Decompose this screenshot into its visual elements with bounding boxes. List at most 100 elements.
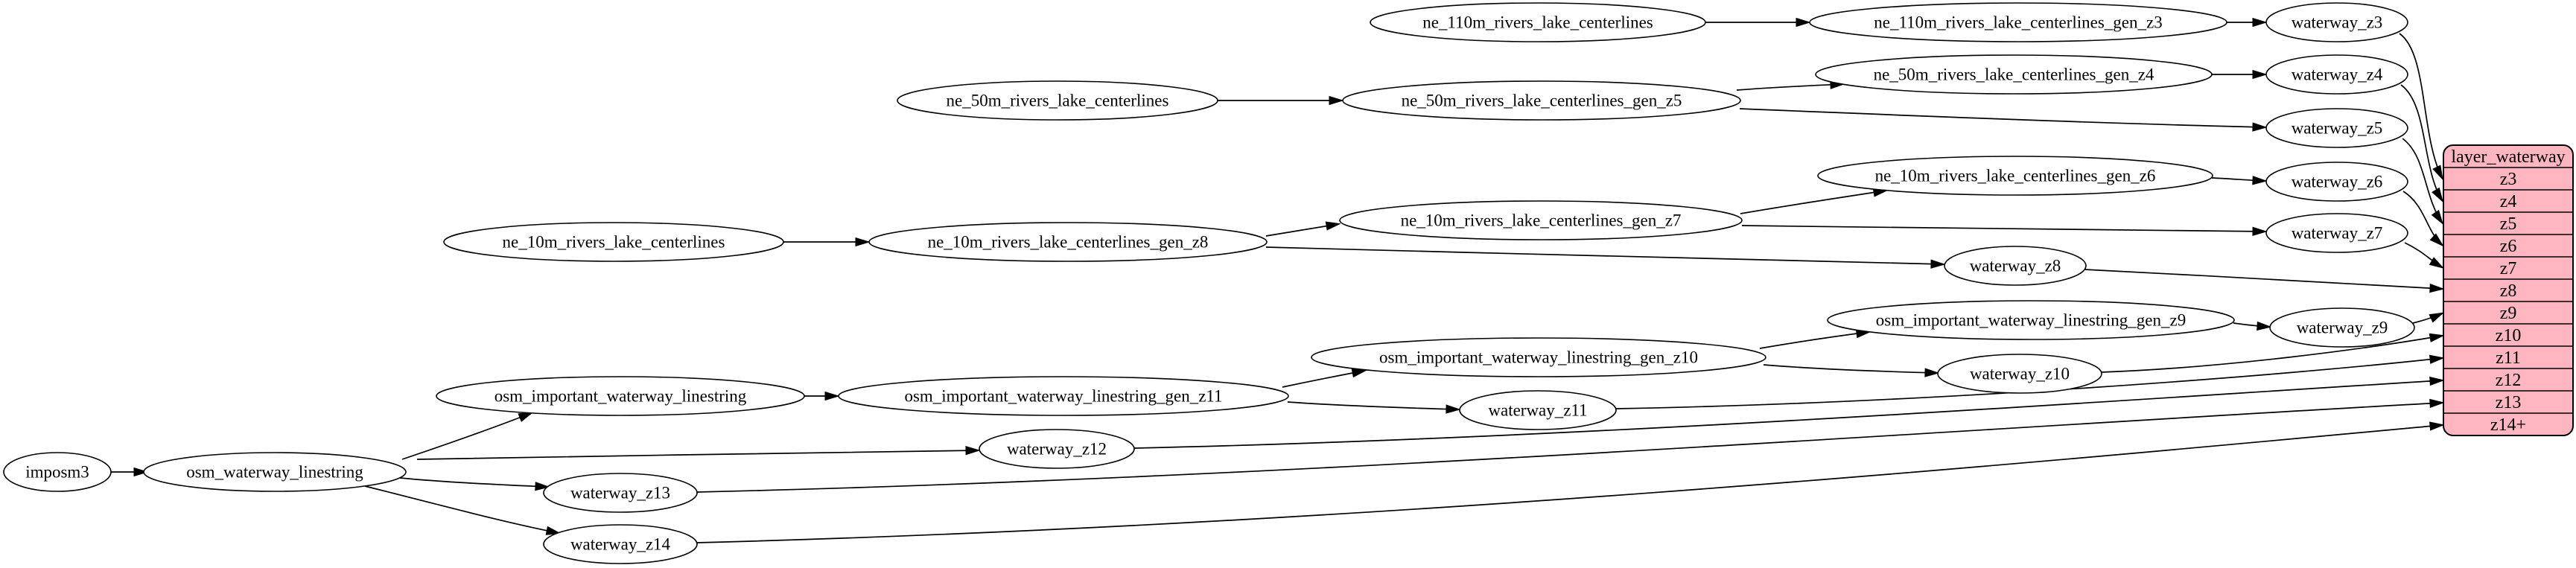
node-ne_50m_rivers_lake_centerlines_gen_z4: ne_50m_rivers_lake_centerlines_gen_z4 <box>1815 54 2213 95</box>
edge-ne_10m_rivers_lake_centerlines-to-ne_10m_rivers_lake_centerlines_gen_z8 <box>783 237 871 247</box>
arrowhead-icon <box>2429 376 2445 386</box>
edge-osm_important_waterway_linestring_gen_z10-to-osm_important_waterway_linestring_gen_z9 <box>1759 328 1871 349</box>
edge-line <box>2402 138 2443 223</box>
node-ellipse-shape <box>1817 156 2213 196</box>
node-label: osm_important_waterway_linestring_gen_z1… <box>1379 348 1698 367</box>
edge-osm_important_waterway_linestring_gen_z9-to-waterway_z9 <box>2233 321 2272 331</box>
arrowhead-icon <box>1796 17 1811 28</box>
node-ellipse-shape <box>443 222 784 262</box>
edge-osm_important_waterway_linestring_gen_z11-to-osm_important_waterway_linestring_gen_z10 <box>1282 368 1367 388</box>
arrowhead-icon <box>2429 398 2445 409</box>
edge-line <box>2399 33 2443 179</box>
node-ne_10m_rivers_lake_centerlines: ne_10m_rivers_lake_centerlines <box>443 222 784 262</box>
arrowhead-icon <box>2252 226 2268 237</box>
edge-waterway_z7-to-row_z7 <box>2404 242 2445 269</box>
node-label: ne_10m_rivers_lake_centerlines_gen_z7 <box>1401 211 1682 230</box>
arrowhead-icon <box>2432 187 2443 203</box>
node-label: ne_110m_rivers_lake_centerlines_gen_z3 <box>1874 13 2162 32</box>
edge-line <box>1133 380 2443 449</box>
node-waterway_z3: waterway_z3 <box>2265 2 2408 42</box>
node-ellipse-shape <box>1342 80 1741 121</box>
edge-line <box>696 402 2443 493</box>
arrowhead-icon <box>2252 176 2268 185</box>
node-ellipse-shape <box>143 452 407 492</box>
node-ellipse-shape <box>838 376 1289 416</box>
arrowhead-icon <box>2429 354 2445 364</box>
node-ellipse-shape <box>1370 2 1706 42</box>
node-ellipse-shape <box>2269 307 2415 348</box>
node-ellipse-shape <box>2265 213 2408 253</box>
edge-osm_waterway_linestring-to-waterway_z14 <box>364 485 562 535</box>
node-label: waterway_z3 <box>2292 13 2383 32</box>
arrowhead-icon <box>2429 283 2445 293</box>
edge-line <box>696 424 2443 543</box>
node-waterway_z9: waterway_z9 <box>2269 307 2415 348</box>
arrowhead-icon <box>2432 165 2443 181</box>
node-label: waterway_z14 <box>570 535 671 554</box>
node-ne_10m_rivers_lake_centerlines_gen_z6: ne_10m_rivers_lake_centerlines_gen_z6 <box>1817 156 2213 196</box>
edge-osm_waterway_linestring-to-waterway_z13 <box>399 477 550 491</box>
edge-line <box>401 412 532 460</box>
node-label: ne_110m_rivers_lake_centerlines <box>1422 13 1653 32</box>
arrowhead-icon <box>2429 333 2445 342</box>
arrowhead-icon <box>2252 122 2268 132</box>
edge-osm_important_waterway_linestring_gen_z10-to-waterway_z10 <box>1763 364 1940 377</box>
arrowhead-icon <box>2429 233 2444 247</box>
node-osm_important_waterway_linestring: osm_important_waterway_linestring <box>436 376 805 416</box>
edge-osm_important_waterway_linestring-to-osm_important_waterway_linestring_gen_z11 <box>804 391 840 401</box>
table-row-3: z6 <box>2500 237 2517 256</box>
edge-line <box>1740 190 1886 214</box>
arrowhead-icon <box>1329 95 1344 106</box>
node-label: ne_50m_rivers_lake_centerlines_gen_z4 <box>1874 66 2154 84</box>
arrowhead-icon <box>965 446 981 456</box>
node-waterway_z8: waterway_z8 <box>1944 246 2087 286</box>
node-waterway_z13: waterway_z13 <box>543 473 698 513</box>
node-label: ne_50m_rivers_lake_centerlines <box>947 92 1169 110</box>
node-label: waterway_z8 <box>1970 257 2061 275</box>
edge-waterway_z6-to-row_z6 <box>2402 191 2444 247</box>
arrowhead-icon <box>1930 259 1946 269</box>
node-ellipse-shape <box>868 222 1268 262</box>
table-row-4: z7 <box>2500 259 2517 278</box>
arrowhead-icon <box>1325 221 1341 231</box>
node-label: waterway_z11 <box>1488 401 1587 420</box>
node-ellipse-shape <box>979 429 1135 469</box>
table-row-10: z13 <box>2496 393 2522 412</box>
edge-line <box>2100 335 2443 373</box>
edge-ne_10m_rivers_lake_centerlines_gen_z8-to-ne_10m_rivers_lake_centerlines_gen_z7 <box>1265 221 1341 237</box>
node-ellipse-shape <box>1944 246 2087 286</box>
node-ellipse-shape <box>897 80 1218 121</box>
edge-ne_50m_rivers_lake_centerlines_gen_z5-to-ne_50m_rivers_lake_centerlines_gen_z4 <box>1736 80 1845 91</box>
node-label: osm_important_waterway_linestring_gen_z9 <box>1876 311 2186 330</box>
edge-ne_10m_rivers_lake_centerlines_gen_z6-to-waterway_z6 <box>2211 176 2268 185</box>
arrowhead-icon <box>855 237 871 247</box>
table-row-6: z9 <box>2500 304 2517 323</box>
node-waterway_z12: waterway_z12 <box>979 429 1135 469</box>
layer-waterway-table: layer_waterwayz3z4z5z6z7z8z9z10z11z12z13… <box>2443 144 2574 436</box>
edge-ne_110m_rivers_lake_centerlines-to-ne_110m_rivers_lake_centerlines_gen_z3 <box>1705 17 1811 28</box>
node-osm_waterway_linestring: osm_waterway_linestring <box>143 452 407 492</box>
arrowhead-icon <box>2429 421 2445 431</box>
arrowhead-icon <box>535 482 550 491</box>
node-waterway_z10: waterway_z10 <box>1937 354 2102 394</box>
edge-line <box>416 450 979 460</box>
arrowhead-icon <box>2431 209 2444 226</box>
node-waterway_z11: waterway_z11 <box>1459 390 1617 430</box>
table-title: layer_waterway <box>2451 147 2565 167</box>
node-label: waterway_z7 <box>2292 224 2383 243</box>
edge-ne_50m_rivers_lake_centerlines-to-ne_50m_rivers_lake_centerlines_gen_z5 <box>1218 95 1344 106</box>
edges-layer <box>111 17 2445 543</box>
node-waterway_z14: waterway_z14 <box>543 524 698 564</box>
node-ellipse-shape <box>2265 54 2408 95</box>
edge-osm_waterway_linestring-to-waterway_z12 <box>416 446 981 460</box>
node-ellipse-shape <box>2265 2 2408 42</box>
node-ellipse-shape <box>1815 54 2213 95</box>
arrowhead-icon <box>2257 321 2272 331</box>
node-waterway_z6: waterway_z6 <box>2265 162 2408 202</box>
edge-line <box>1282 370 1365 388</box>
edge-osm_important_waterway_linestring_gen_z11-to-waterway_z11 <box>1287 401 1461 414</box>
edge-ne_50m_rivers_lake_centerlines_gen_z4-to-waterway_z4 <box>2212 69 2268 80</box>
node-osm_important_waterway_linestring_gen_z10: osm_important_waterway_linestring_gen_z1… <box>1311 337 1766 377</box>
